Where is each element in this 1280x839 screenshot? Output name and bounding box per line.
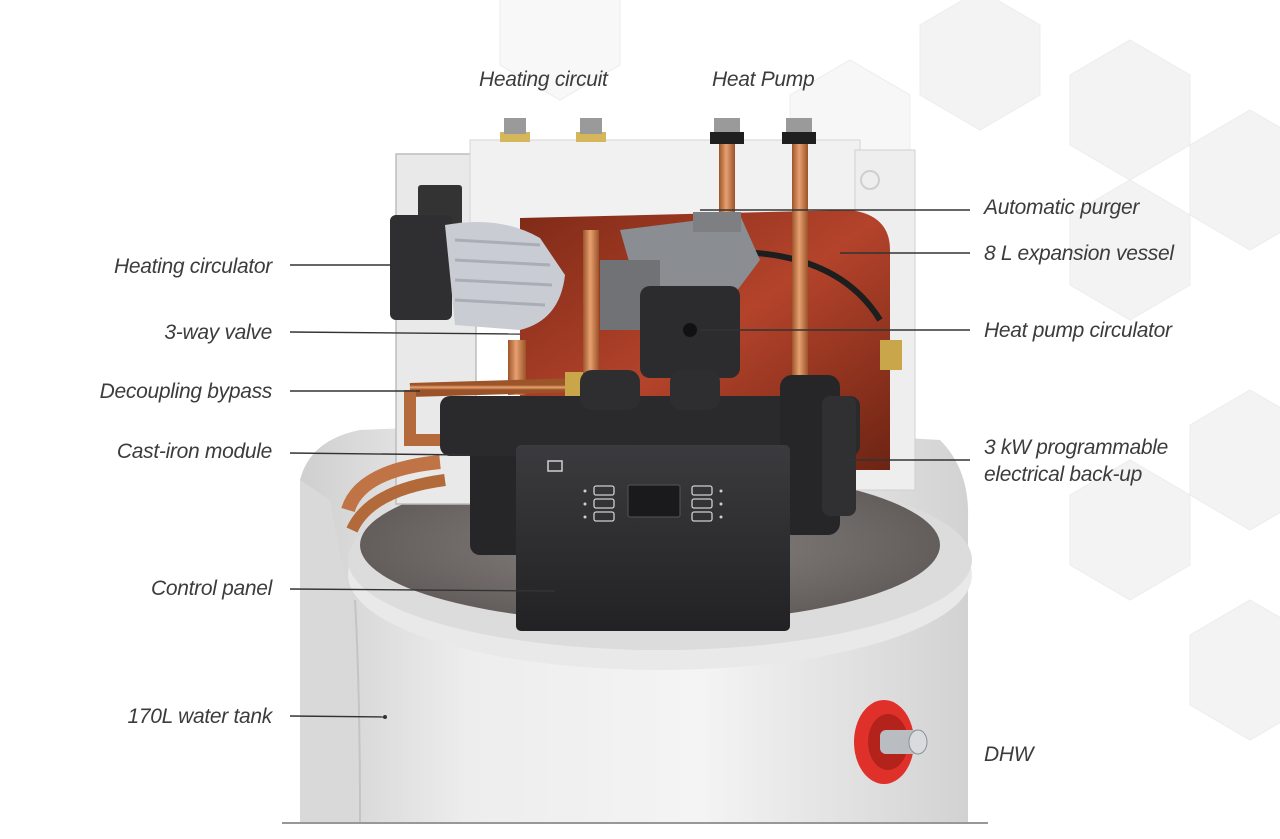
heating-circulator-part — [390, 215, 565, 330]
control-panel-part — [516, 445, 790, 631]
label-3-way-valve: 3-way valve — [164, 321, 272, 344]
leader-lines — [289, 209, 970, 718]
label-decoupling-bypass: Decoupling bypass — [99, 380, 273, 403]
label-electrical-backup: 3 kW programmable electrical back-up — [984, 434, 1168, 488]
cast-iron-module-part — [440, 370, 860, 555]
label-cast-iron-module: Cast-iron module — [116, 440, 272, 463]
label-expansion-vessel: 8 L expansion vessel — [984, 242, 1174, 265]
label-heat-pump: Heat Pump — [712, 68, 815, 91]
label-control-panel: Control panel — [150, 577, 272, 600]
label-electrical-backup-line-1: 3 kW programmable — [984, 436, 1168, 459]
dhw-outlet-part — [854, 700, 928, 784]
label-dhw: DHW — [984, 743, 1034, 766]
label-electrical-backup-line-2: electrical back-up — [984, 463, 1143, 486]
label-heating-circuit: Heating circuit — [479, 68, 608, 91]
label-automatic-purger: Automatic purger — [984, 196, 1140, 219]
background-hexagons — [499, 0, 1280, 741]
label-water-tank: 170L water tank — [127, 705, 272, 728]
label-heat-pump-circulator: Heat pump circulator — [984, 319, 1172, 342]
heat-pump-circulator-part — [600, 212, 760, 378]
label-heating-circulator: Heating circulator — [113, 255, 272, 278]
